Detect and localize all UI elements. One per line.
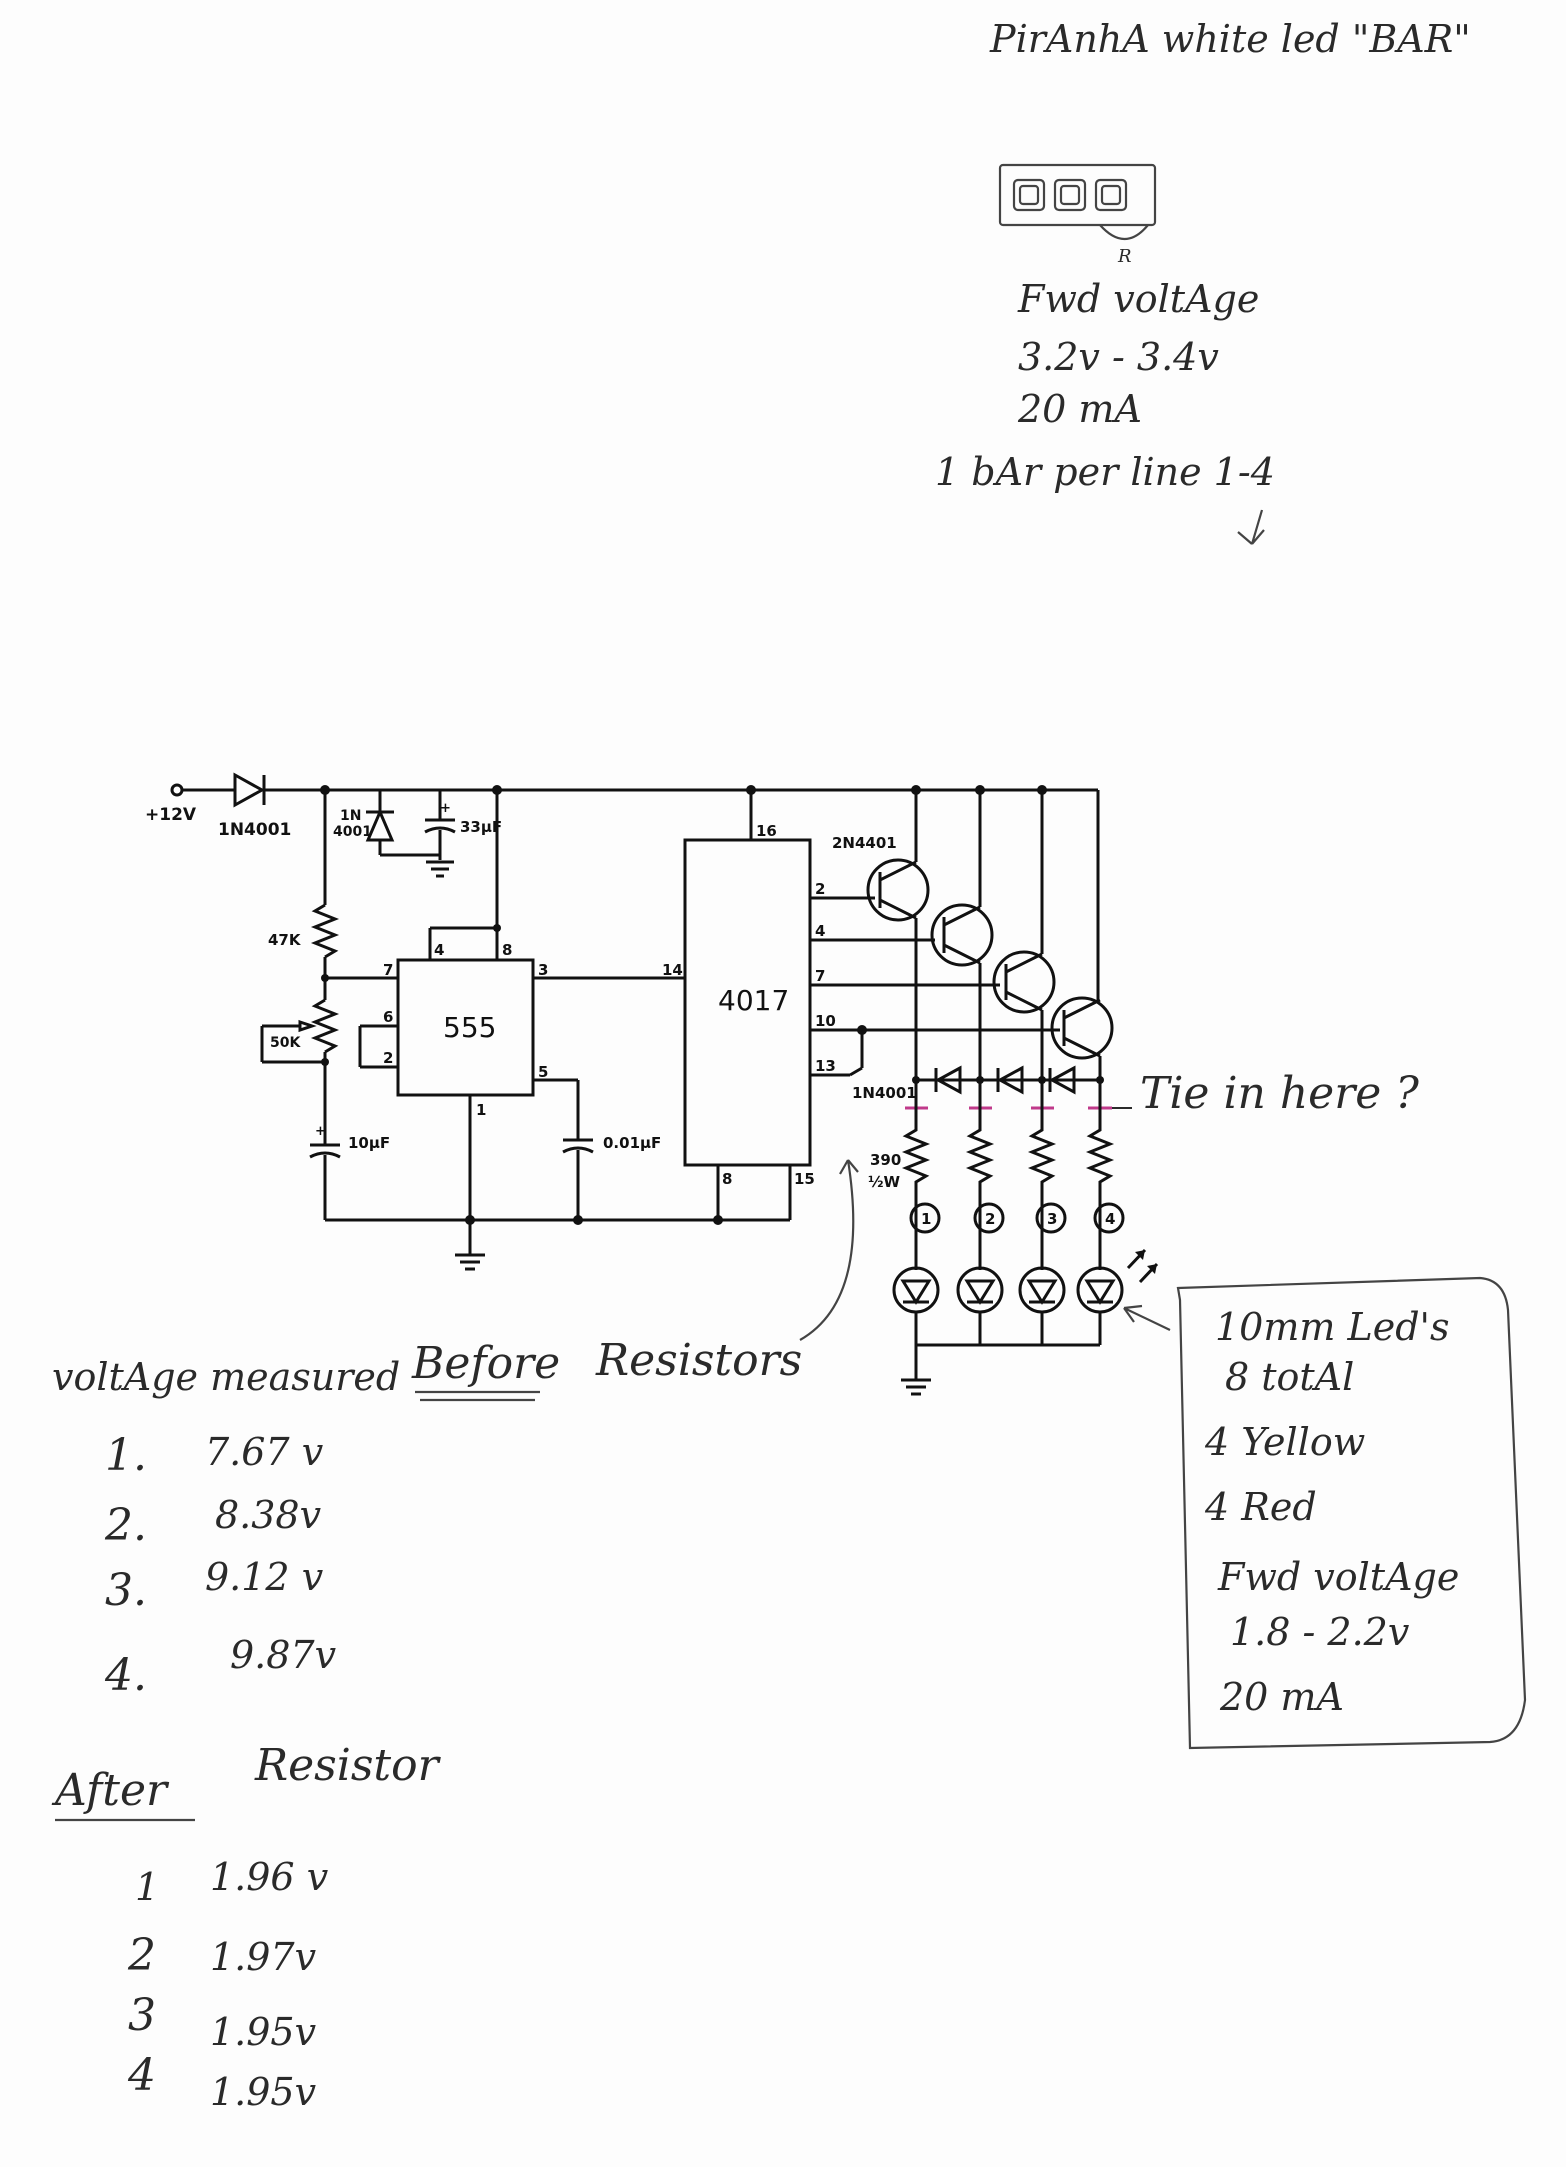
transistor-label: 2N4401: [832, 834, 897, 852]
pot-label: 50K: [270, 1035, 301, 1051]
box-line-4: 4 Red: [1204, 1485, 1317, 1529]
box-line-1: 10mm Led's: [1215, 1305, 1450, 1349]
svg-text:5: 5: [538, 1063, 548, 1081]
svg-text:8: 8: [722, 1170, 732, 1188]
diode-2-label-a: 1N: [340, 808, 361, 824]
fwd-voltage-label: Fwd voltAge: [1017, 277, 1259, 321]
after-value-4: 1.95v: [210, 2070, 317, 2114]
r390-label: 390: [870, 1151, 901, 1169]
led-current: 20 mA: [1017, 387, 1142, 431]
box-line-3: 4 Yellow: [1204, 1420, 1365, 1464]
after-value-2: 1.97v: [210, 1935, 317, 1979]
led-notes-box: [1176, 1276, 1527, 1750]
before-value-3: 9.12 v: [205, 1555, 324, 1599]
svg-text:2: 2: [815, 880, 825, 898]
svg-text:13: 13: [815, 1057, 836, 1075]
transistor-q4: [1050, 790, 1114, 1080]
after-value-1: 1.96 v: [210, 1855, 329, 1899]
led-num-2: 2: [985, 1210, 995, 1228]
diode-main-label: 1N4001: [218, 820, 291, 840]
svg-text:6: 6: [383, 1008, 393, 1026]
after-num-2: 2: [127, 1930, 156, 1981]
before-num-2: 2.: [104, 1500, 147, 1551]
before-num-1: 1.: [105, 1430, 147, 1481]
svg-text:16: 16: [756, 822, 777, 840]
svg-text:+: +: [315, 1124, 326, 1139]
svg-text:15: 15: [794, 1170, 815, 1188]
svg-text:R: R: [1117, 246, 1132, 267]
ic-4017: [683, 838, 812, 1167]
diode-row: [934, 1065, 1076, 1095]
after-num-4: 4: [127, 2050, 156, 2101]
box-line-7: 20 mA: [1219, 1675, 1344, 1719]
svg-text:10: 10: [815, 1012, 836, 1030]
led-terminals: [909, 1202, 1125, 1234]
before-num-3: 3.: [105, 1565, 147, 1616]
svg-text:1: 1: [476, 1101, 486, 1119]
led-row: [892, 1248, 1159, 1314]
cap-001-label: 0.01µF: [603, 1134, 661, 1152]
supply-terminal: [170, 783, 184, 797]
potentiometer-50k: [310, 998, 340, 1054]
supply-label: +12V: [145, 805, 197, 825]
before-num-4: 4.: [104, 1650, 147, 1701]
before-heading-c: Resistors: [595, 1335, 802, 1386]
svg-text:+: +: [440, 801, 451, 816]
ic-555-label: 555: [443, 1011, 496, 1044]
before-heading-b: Before: [411, 1338, 560, 1389]
svg-text:4: 4: [815, 922, 825, 940]
after-num-1: 1: [135, 1865, 159, 1909]
box-line-5: Fwd voltAge: [1217, 1555, 1459, 1599]
ic-4017-label: 4017: [718, 984, 789, 1017]
svg-text:14: 14: [662, 961, 683, 979]
led-num-3: 3: [1047, 1210, 1057, 1228]
before-value-4: 9.87v: [230, 1633, 337, 1677]
after-heading-a: After: [51, 1765, 170, 1816]
down-arrow-icon: [1237, 509, 1265, 545]
svg-text:8: 8: [502, 941, 512, 959]
led-num-4: 4: [1105, 1210, 1115, 1228]
fwd-voltage-value: 3.2v - 3.4v: [1018, 335, 1219, 379]
resistor-47k: [310, 903, 340, 959]
transistor-q2: [930, 790, 994, 1080]
diode-2-label-b: 4001: [333, 824, 372, 840]
cap-10-label: 10µF: [348, 1134, 390, 1152]
cap-33-label: 33µF: [460, 818, 502, 836]
transistor-q3: [992, 790, 1056, 1080]
after-heading-b: Resistor: [254, 1740, 442, 1791]
after-num-3: 3: [128, 1990, 156, 2041]
resistor-47k-label: 47K: [268, 931, 302, 949]
piranha-title: PirAnhA white led "BAR": [989, 17, 1471, 61]
svg-text:7: 7: [815, 967, 825, 985]
tie-in-note: Tie in here ?: [1140, 1068, 1419, 1119]
svg-text:2: 2: [383, 1049, 393, 1067]
svg-text:4: 4: [434, 941, 444, 959]
diode-main: [233, 772, 266, 808]
resistors-390: [901, 1080, 1115, 1205]
led-num-1: 1: [921, 1210, 931, 1228]
led-pointer-arrow: [1123, 1304, 1171, 1331]
diode-row-label: 1N4001: [852, 1084, 917, 1102]
svg-text:7: 7: [383, 961, 393, 979]
transistor-q1: [866, 790, 930, 1080]
piranha-led-bar-sketch: R: [998, 163, 1157, 267]
r390w-label: ½W: [868, 1173, 901, 1191]
resistor-pointer-arrow: [799, 1159, 855, 1341]
svg-text:3: 3: [538, 961, 548, 979]
before-heading-a: voltAge measured: [52, 1355, 400, 1399]
bar-per-line-note: 1 bAr per line 1-4: [935, 450, 1275, 494]
box-line-2: 8 totAl: [1225, 1355, 1354, 1399]
after-value-3: 1.95v: [210, 2010, 317, 2054]
box-line-6: 1.8 - 2.2v: [1230, 1610, 1410, 1654]
before-value-1: 7.67 v: [205, 1430, 324, 1474]
before-value-2: 8.38v: [215, 1493, 322, 1537]
